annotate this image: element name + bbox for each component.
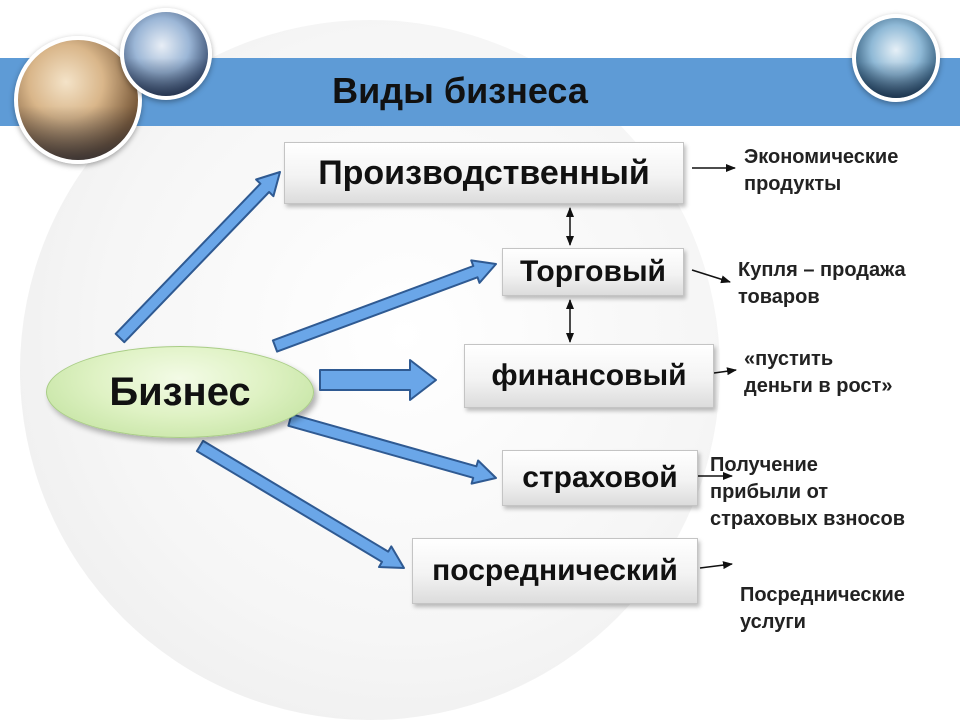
arrow-to-trade — [271, 259, 497, 353]
arrow-to-financial — [319, 359, 437, 401]
type-intermediary: посреднический — [412, 538, 698, 604]
handshake-photo-icon — [120, 8, 212, 100]
businessman-photo-icon — [852, 14, 940, 102]
arrow-to-insurance — [287, 413, 497, 485]
arrow-intermediary-desc — [699, 561, 733, 570]
desc-line: «пустить — [744, 348, 834, 370]
desc-insurance: Получение прибыли от страховых взносов — [710, 452, 905, 533]
desc-line: страховых взносов — [710, 508, 906, 530]
desc-line: Получение — [710, 454, 818, 476]
desc-line: продукты — [744, 173, 842, 195]
desc-line: деньги в рост» — [744, 375, 893, 397]
desc-line: Экономические — [744, 146, 899, 168]
desc-financial: «пустить деньги в рост» — [744, 346, 892, 400]
arrow-trade-desc — [691, 269, 731, 284]
desc-line: Купля – продажа — [738, 259, 906, 281]
type-production: Производственный — [284, 142, 684, 204]
desc-production: Экономические продукты — [744, 144, 898, 198]
arrow-financial-desc — [713, 367, 737, 376]
type-financial: финансовый — [464, 344, 714, 408]
type-insurance: страховой — [502, 450, 698, 506]
desc-line: товаров — [738, 286, 820, 308]
desc-line: Посреднические — [740, 584, 905, 606]
page-title: Виды бизнеса — [332, 70, 588, 111]
desc-line: услуги — [740, 611, 806, 633]
arrow-to-production — [114, 171, 281, 344]
arrow-to-intermediary — [195, 439, 405, 569]
desc-intermediary: Посреднические услуги — [740, 582, 905, 636]
root-business: Бизнес — [46, 346, 314, 438]
desc-trade: Купля – продажа товаров — [738, 257, 906, 311]
desc-line: прибыли от — [710, 481, 829, 503]
type-trade: Торговый — [502, 248, 684, 296]
